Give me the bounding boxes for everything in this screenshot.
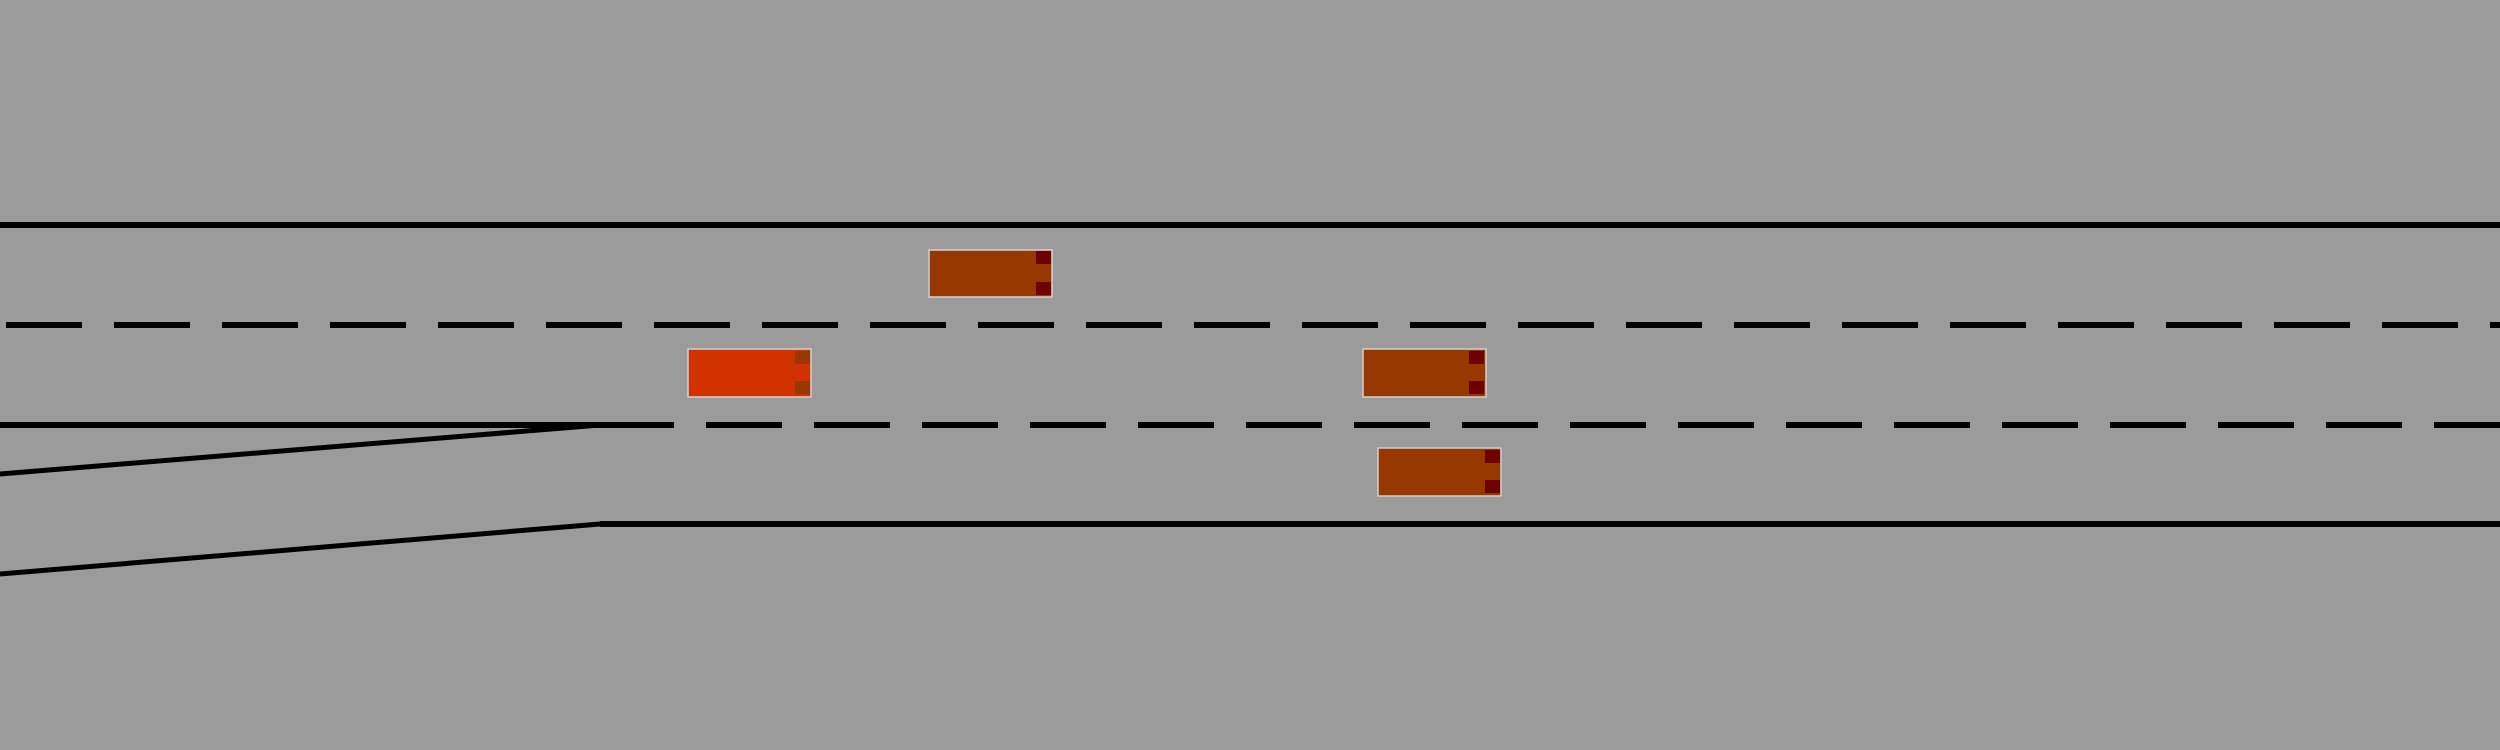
vehicle-other xyxy=(1377,447,1502,497)
vehicle-other xyxy=(1362,348,1487,398)
ramp-upper-edge xyxy=(0,422,601,477)
vehicle-ego xyxy=(687,348,812,398)
vehicle-other xyxy=(928,249,1053,298)
vehicle-light xyxy=(795,351,810,364)
vehicle-light xyxy=(1485,450,1500,463)
ramp-lower-edge xyxy=(0,521,601,577)
vehicle-light xyxy=(795,381,810,394)
vehicle-body xyxy=(1362,348,1487,398)
vehicle-light xyxy=(1036,251,1051,264)
vehicle-light xyxy=(1036,282,1051,295)
vehicle-light xyxy=(1485,480,1500,493)
vehicle-light xyxy=(1469,351,1484,364)
vehicle-body xyxy=(928,249,1053,298)
vehicle-body xyxy=(687,348,812,398)
vehicle-light xyxy=(1469,381,1484,394)
vehicle-body xyxy=(1377,447,1502,497)
